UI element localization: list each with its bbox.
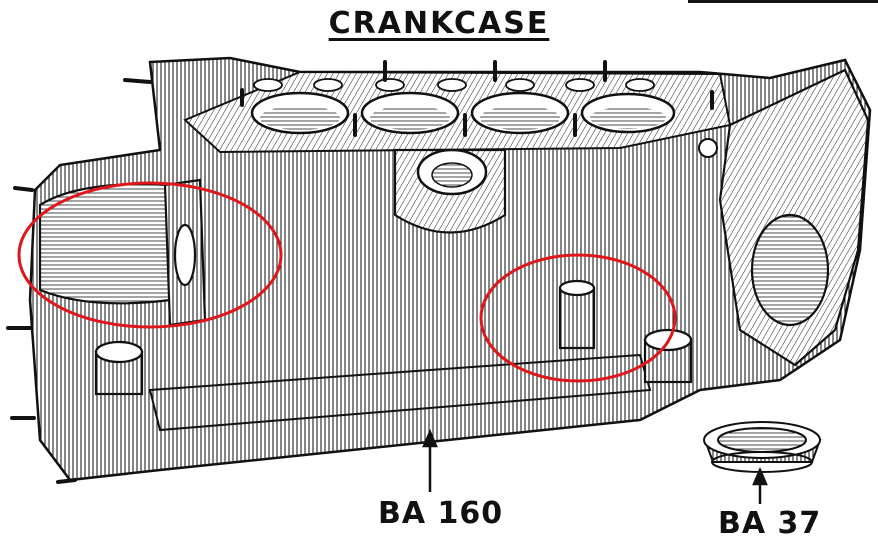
highlight-center-boss — [479, 253, 677, 383]
oil-hole — [698, 138, 718, 158]
front-cone — [38, 178, 207, 327]
part-label-ba37: BA 37 — [718, 506, 822, 541]
mount-bosses — [94, 279, 693, 396]
page-edge-line — [688, 0, 878, 3]
diagram-title: CRANKCASE — [328, 6, 550, 41]
rear-housing — [718, 68, 870, 367]
part-label-ba160: BA 160 — [378, 496, 504, 531]
center-boss — [393, 148, 507, 234]
ring-part-ba37 — [703, 421, 822, 473]
highlight-marks — [17, 181, 677, 383]
part-arrows — [422, 428, 768, 504]
highlight-front-cover — [17, 181, 283, 329]
sump-rail — [148, 353, 652, 432]
top-ports — [253, 78, 655, 92]
studs — [6, 60, 714, 484]
bore-shadows — [260, 106, 666, 130]
